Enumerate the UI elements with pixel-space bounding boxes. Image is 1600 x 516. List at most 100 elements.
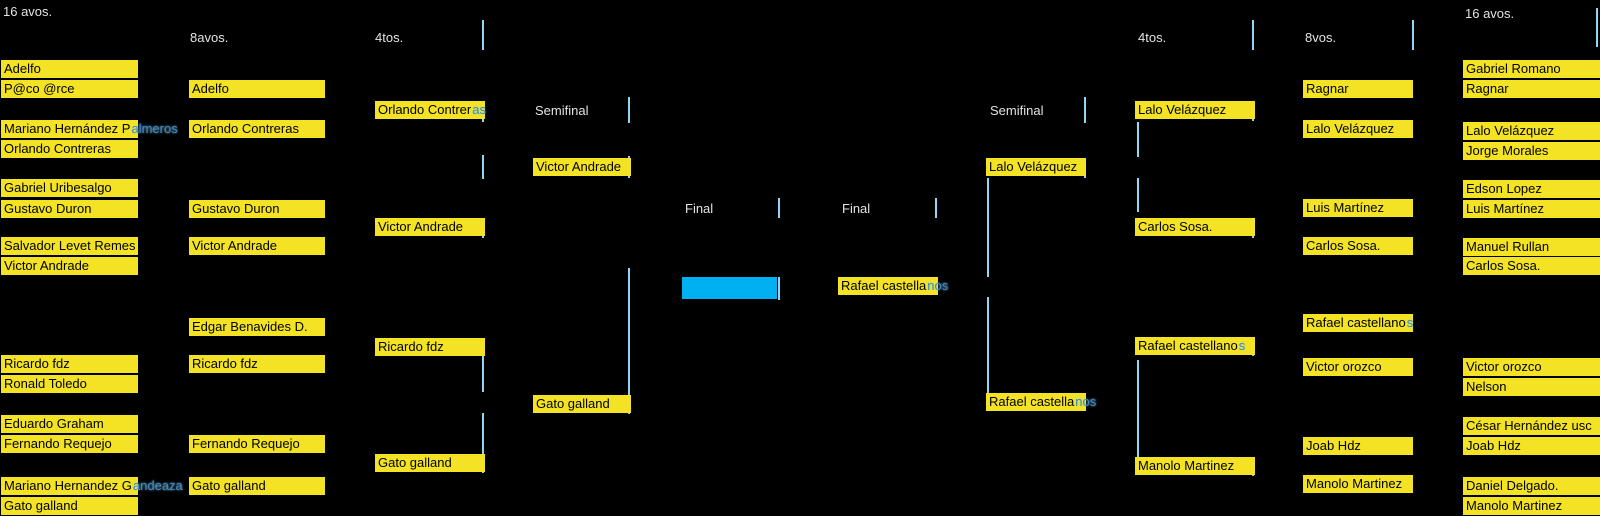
player-cell-4tos-left[interactable]: Victor Andrade bbox=[375, 218, 485, 236]
selected-cell-final[interactable] bbox=[682, 277, 777, 299]
player-cell-16avos-left[interactable]: Adelfo bbox=[1, 60, 138, 78]
player-name: Joab Hdz bbox=[1306, 438, 1361, 453]
player-cell-4tos-right[interactable]: Rafael castellanos bbox=[1135, 337, 1255, 355]
player-cell-16avos-right[interactable]: Victor orozco bbox=[1463, 358, 1600, 376]
player-name-overflow: nos bbox=[927, 278, 949, 293]
player-name: Gato galland bbox=[4, 498, 78, 513]
player-cell-8avos-left[interactable]: Gato galland bbox=[189, 477, 325, 495]
player-cell-4tos-right[interactable]: Manolo Martinez bbox=[1135, 457, 1255, 475]
player-cell-16avos-left[interactable]: Mariano Hernández Palmeros bbox=[1, 120, 178, 138]
connector-line bbox=[1084, 97, 1086, 123]
player-name: Orlando Contreras bbox=[4, 141, 111, 156]
player-name: Mariano Hernández P bbox=[4, 121, 131, 136]
player-cell-16avos-left[interactable]: Victor Andrade bbox=[1, 257, 138, 275]
player-cell-8avos-left[interactable]: Edgar Benavides D. bbox=[189, 318, 325, 336]
connector-line bbox=[778, 198, 780, 218]
player-name: Ricardo fdz bbox=[4, 356, 70, 371]
player-cell-16avos-left[interactable]: Salvador Levet Remes bbox=[1, 237, 138, 255]
connector-line bbox=[482, 413, 484, 473]
player-cell-8avos-left[interactable]: Ricardo fdz bbox=[189, 355, 325, 373]
player-cell-16avos-right[interactable]: Manolo Martinez bbox=[1463, 497, 1600, 515]
player-cell-semifinal-left[interactable]: Gato galland bbox=[533, 395, 631, 413]
player-cell-16avos-right[interactable]: Daniel Delgado. bbox=[1463, 477, 1600, 495]
connector-line bbox=[1412, 20, 1414, 50]
player-cell-8avos-left[interactable]: Fernando Requejo bbox=[189, 435, 325, 453]
player-name: Nelson bbox=[1466, 379, 1507, 394]
player-cell-8avos-left[interactable]: Victor Andrade bbox=[189, 237, 325, 255]
player-cell-16avos-left[interactable]: Gabriel Uribesalgo bbox=[1, 179, 138, 197]
player-cell-8avos-left[interactable]: Orlando Contreras bbox=[189, 120, 325, 138]
player-name: Gabriel Romano bbox=[1466, 61, 1561, 76]
player-cell-8vos-right[interactable]: Joab Hdz bbox=[1303, 437, 1413, 455]
player-cell-16avos-left[interactable]: Gato galland bbox=[1, 497, 138, 515]
player-cell-16avos-left[interactable]: Eduardo Graham bbox=[1, 415, 138, 433]
player-name: P@co @rce bbox=[4, 81, 75, 96]
player-name: Lalo Velázquez bbox=[1306, 121, 1395, 136]
player-cell-16avos-left[interactable]: P@co @rce bbox=[1, 80, 138, 98]
player-cell-8vos-right[interactable]: Manolo Martinez bbox=[1303, 475, 1413, 493]
player-cell-semifinal-left[interactable]: Victor Andrade bbox=[533, 158, 631, 176]
player-name: Jorge Morales bbox=[1466, 143, 1549, 158]
player-name: Rafael castellano bbox=[1138, 338, 1238, 353]
round-label: Semifinal bbox=[990, 103, 1044, 118]
player-name: Manuel Rullan bbox=[1466, 239, 1550, 254]
player-cell-16avos-left[interactable]: Orlando Contreras bbox=[1, 140, 138, 158]
player-cell-4tos-left[interactable]: Gato galland bbox=[375, 454, 485, 472]
player-cell-16avos-left[interactable]: Mariano Hernandez Gandeaza bbox=[1, 477, 183, 495]
player-cell-8avos-left[interactable]: Gustavo Duron bbox=[189, 200, 325, 218]
player-cell-16avos-left[interactable]: Ricardo fdz bbox=[1, 355, 138, 373]
player-name: Gustavo Duron bbox=[4, 201, 92, 216]
connector-line bbox=[628, 97, 630, 123]
player-name: Manolo Martinez bbox=[1138, 458, 1235, 473]
player-cell-16avos-right[interactable]: Manuel Rullan bbox=[1463, 238, 1600, 256]
connector-line bbox=[1252, 20, 1254, 50]
player-name-overflow: s bbox=[1238, 338, 1246, 353]
player-cell-4tos-left[interactable]: Ricardo fdz bbox=[375, 338, 485, 356]
player-cell-final-right[interactable]: Rafael castellanos bbox=[838, 277, 948, 295]
player-name: Gato galland bbox=[378, 455, 452, 470]
player-cell-16avos-right[interactable]: Lalo Velázquez bbox=[1463, 122, 1600, 140]
player-cell-4tos-right[interactable]: Carlos Sosa. bbox=[1135, 218, 1255, 236]
player-cell-8avos-left[interactable]: Adelfo bbox=[189, 80, 325, 98]
player-name: Luis Martínez bbox=[1466, 201, 1545, 216]
player-cell-semifinal-right[interactable]: Rafael castellanos bbox=[986, 393, 1096, 411]
player-cell-16avos-right[interactable]: Gabriel Romano bbox=[1463, 60, 1600, 78]
connector-line bbox=[1137, 178, 1139, 212]
player-cell-16avos-right[interactable]: Ragnar bbox=[1463, 80, 1600, 98]
player-cell-semifinal-right[interactable]: Lalo Velázquez bbox=[986, 158, 1086, 176]
player-name: Victor Andrade bbox=[4, 258, 90, 273]
player-name-overflow: nos bbox=[1075, 394, 1097, 409]
player-cell-4tos-left[interactable]: Orlando Contreras bbox=[375, 101, 486, 119]
player-name: Ricardo fdz bbox=[192, 356, 258, 371]
player-cell-16avos-right[interactable]: Jorge Morales bbox=[1463, 142, 1600, 160]
player-cell-8vos-right[interactable]: Lalo Velázquez bbox=[1303, 120, 1413, 138]
player-name: Fernando Requejo bbox=[192, 436, 300, 451]
player-cell-8vos-right[interactable]: Carlos Sosa. bbox=[1303, 237, 1413, 255]
player-cell-16avos-right[interactable]: Joab Hdz bbox=[1463, 437, 1600, 455]
player-name: Mariano Hernandez G bbox=[4, 478, 132, 493]
connector-line bbox=[1596, 8, 1598, 47]
player-cell-16avos-left[interactable]: Ronald Toledo bbox=[1, 375, 138, 393]
player-cell-8vos-right[interactable]: Ragnar bbox=[1303, 80, 1413, 98]
round-label: Final bbox=[842, 201, 871, 216]
player-name: Manolo Martinez bbox=[1306, 476, 1403, 491]
player-name: Carlos Sosa. bbox=[1138, 219, 1213, 234]
player-name: Rafael castella bbox=[841, 278, 927, 293]
player-cell-16avos-left[interactable]: Fernando Requejo bbox=[1, 435, 138, 453]
player-cell-16avos-right[interactable]: César Hernández usc bbox=[1463, 417, 1600, 435]
player-name-overflow: as bbox=[472, 102, 486, 117]
player-name: Orlando Contreras bbox=[192, 121, 299, 136]
player-cell-16avos-left[interactable]: Gustavo Duron bbox=[1, 200, 138, 218]
player-cell-8vos-right[interactable]: Luis Martínez bbox=[1303, 199, 1413, 217]
player-cell-8vos-right[interactable]: Victor orozco bbox=[1303, 358, 1413, 376]
player-cell-4tos-right[interactable]: Lalo Velázquez bbox=[1135, 101, 1255, 119]
player-cell-16avos-right[interactable]: Carlos Sosa. bbox=[1463, 257, 1600, 275]
player-cell-16avos-right[interactable]: Edson Lopez bbox=[1463, 180, 1600, 198]
player-name: Lalo Velázquez bbox=[989, 159, 1078, 174]
player-cell-8vos-right[interactable]: Rafael castellanos bbox=[1303, 314, 1413, 332]
player-name: Victor orozco bbox=[1306, 359, 1382, 374]
player-cell-16avos-right[interactable]: Nelson bbox=[1463, 378, 1600, 396]
player-cell-16avos-right[interactable]: Luis Martínez bbox=[1463, 200, 1600, 218]
round-label: 8vos. bbox=[1305, 30, 1337, 45]
